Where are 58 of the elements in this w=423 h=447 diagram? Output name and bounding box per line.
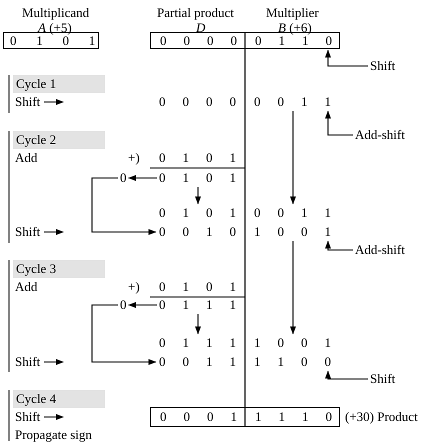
arrow	[290, 111, 296, 204]
leader-label: Add-shift	[355, 242, 405, 258]
binary-digits: 0 0 1 1	[159, 354, 236, 370]
binary-digits: 0 1 0 1	[159, 170, 236, 186]
arrow	[290, 241, 296, 334]
step-label: Shift	[15, 224, 40, 240]
carry-bit: 0	[120, 170, 126, 186]
arrow	[128, 175, 157, 181]
cycle-band: Cycle 2	[13, 131, 105, 149]
result-note: (+30) Product	[345, 409, 418, 425]
binary-digits: 0 0 1 1	[254, 94, 331, 110]
leader-line	[325, 50, 368, 67]
register-name: D	[196, 20, 206, 36]
arrow	[91, 177, 156, 235]
arrow	[195, 187, 201, 204]
binary-digits: 0 0 1 1	[254, 205, 331, 221]
cycle-band: Cycle 1	[13, 75, 105, 93]
column-heading: Multiplicand	[22, 5, 90, 21]
binary-digits: 0 1 1 1	[159, 335, 236, 351]
step-label: Add	[15, 279, 38, 295]
binary-digits: 0 1 0 1	[159, 205, 236, 221]
leader-label: Shift	[370, 58, 396, 74]
register-box	[150, 407, 340, 427]
step-label: Shift	[15, 354, 40, 370]
binary-digits: 0 1 1 0	[255, 33, 332, 48]
binary-digits: 0 0 1 0	[159, 224, 236, 240]
arrow	[195, 314, 201, 334]
binary-digits: 0 1 0 1	[159, 279, 236, 295]
register-name: B (+6)	[278, 20, 312, 36]
binary-digits: 0 0 0 0	[160, 33, 237, 48]
register-name: A (+5)	[38, 20, 72, 36]
column-heading: Multiplier	[266, 5, 319, 21]
plus-sign: +)	[128, 279, 140, 295]
column-heading: Partial product	[157, 5, 234, 21]
arrow	[91, 304, 156, 365]
plus-sign: +)	[128, 150, 140, 166]
step-label: Propagate sign	[15, 427, 92, 443]
leader-label: Add-shift	[355, 127, 405, 143]
cycle-band: Cycle 4	[13, 390, 105, 408]
arrow	[128, 302, 157, 308]
binary-digits: 1 0 0 1	[254, 335, 331, 351]
leader-label: Shift	[370, 371, 396, 387]
binary-digits: 0 1 0 1	[159, 150, 236, 166]
leader-line	[325, 240, 353, 251]
binary-digits: 1 1 0 0	[254, 354, 331, 370]
binary-digits: 0 0 0 1	[160, 408, 237, 426]
step-label: Add	[15, 150, 38, 166]
leader-line	[325, 370, 368, 380]
binary-digits: 1 1 1 0	[255, 408, 332, 426]
carry-bit: 0	[120, 297, 126, 313]
step-label: Shift	[15, 94, 40, 110]
leader-line	[325, 110, 353, 136]
binary-digits: 1 0 0 1	[254, 224, 331, 240]
binary-digits: 0 1 0 1	[10, 33, 96, 48]
binary-digits: 0 0 0 0	[159, 94, 236, 110]
cycle-band: Cycle 3	[13, 260, 105, 278]
binary-digits: 0 1 1 1	[159, 297, 236, 313]
step-label: Shift	[15, 409, 40, 425]
